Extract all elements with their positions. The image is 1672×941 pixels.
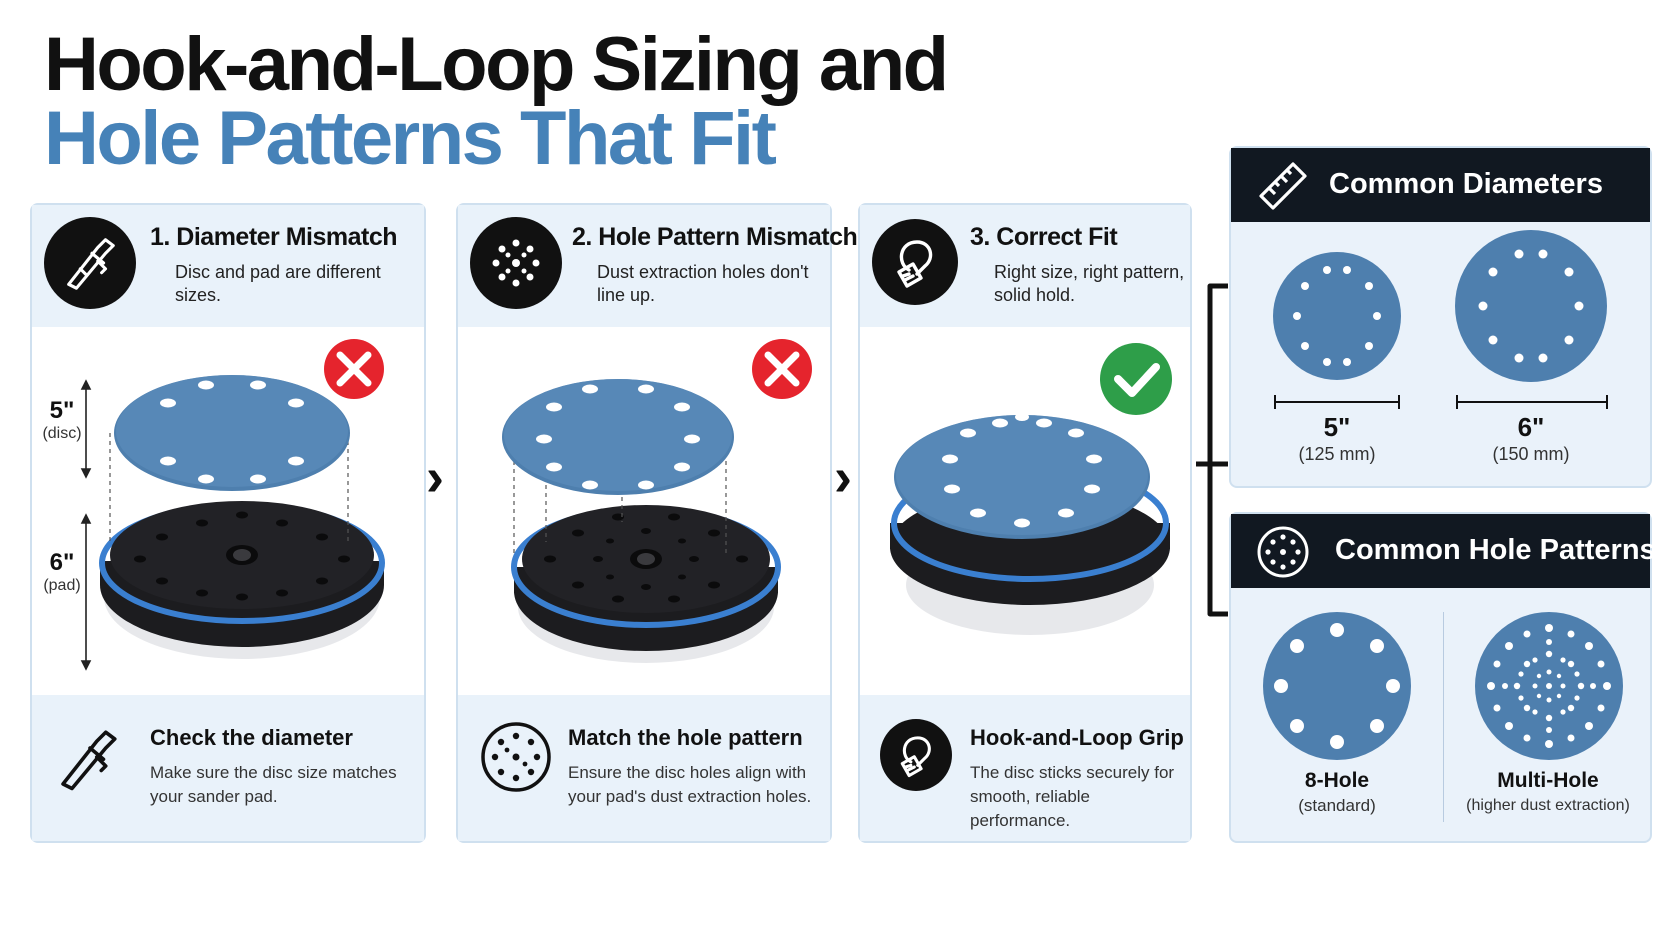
diameter-discs	[1273, 230, 1608, 409]
card-title: 1. Diameter Mismatch	[150, 223, 398, 251]
hole-pattern-icon	[470, 217, 562, 309]
card-title: 3. Correct Fit	[970, 223, 1118, 251]
footer-text: Make sure the disc size matches your san…	[150, 763, 397, 806]
ruler-icon	[1253, 156, 1313, 216]
hole-pattern-mismatch-illustration	[458, 327, 830, 695]
card-subtitle: Right size, right pattern, solid hold.	[994, 262, 1185, 305]
disc-6-inch	[1455, 230, 1608, 409]
disc-size-label: 5" (disc)	[42, 397, 82, 442]
common-hole-patterns-panel: Common Hole Patterns	[1229, 512, 1656, 843]
diameter-mismatch-illustration: 5" (disc) 6" (pad)	[32, 327, 424, 695]
card-footer: Hook-and-Loop Grip The disc sticks secur…	[860, 695, 1190, 841]
chevron-right-icon: ›	[426, 447, 444, 507]
diameter-label-5: 5" (125 mm)	[1298, 412, 1376, 464]
dotted-circle-icon	[1253, 522, 1313, 582]
pad-size-label: 6" (pad)	[43, 549, 81, 594]
footer-text: The disc sticks securely for smooth, rel…	[970, 763, 1175, 830]
card-correct-fit: 3. Correct Fit Right size, right pattern…	[858, 203, 1192, 843]
footer-text: Ensure the disc holes align with your pa…	[568, 763, 812, 806]
caliper-icon	[44, 217, 136, 309]
panel-title: Common Diameters	[1329, 168, 1603, 200]
sanding-disc	[114, 375, 350, 491]
panel-header: Common Diameters	[1231, 148, 1650, 222]
hole-pattern-icon	[474, 715, 558, 799]
card-footer: Check the diameter Make sure the disc si…	[32, 695, 424, 841]
chevron-right-icon: ›	[834, 447, 852, 507]
hook-loop-icon	[880, 719, 952, 791]
sander-pad	[511, 505, 781, 663]
footer-title: Match the hole pattern	[568, 725, 803, 750]
x-mark-icon	[324, 339, 384, 399]
disc-5-inch	[1273, 252, 1401, 409]
panel-divider	[1443, 612, 1444, 822]
diameter-label-6: 6" (150 mm)	[1492, 412, 1570, 464]
sander-pad	[99, 501, 385, 659]
title-line-2: Hole Patterns That Fit	[44, 96, 777, 181]
disc-multi-hole	[1475, 612, 1623, 760]
card-title: 2. Hole Pattern Mismatch	[572, 223, 858, 251]
footer-title: Check the diameter	[150, 725, 353, 750]
pattern-label-multi-hole: Multi-Hole (higher dust extraction)	[1466, 769, 1630, 814]
card-subtitle: Dust extraction holes don't line up.	[597, 262, 809, 305]
common-diameters-panel: Common Diameters	[1229, 146, 1652, 488]
hook-loop-icon	[872, 219, 958, 305]
bracket-connector	[1196, 283, 1228, 617]
panel-title: Common Hole Patterns	[1335, 534, 1656, 566]
card-footer: Match the hole pattern Ensure the disc h…	[458, 695, 830, 841]
card-diameter-mismatch: 1. Diameter Mismatch Disc and pad are di…	[30, 203, 426, 843]
page-title: Hook-and-Loop Sizing and Hole Patterns T…	[44, 22, 949, 181]
hole-pattern-discs	[1263, 612, 1623, 760]
card-subtitle: Disc and pad are different sizes.	[175, 262, 381, 305]
correct-fit-illustration	[860, 327, 1190, 695]
pattern-label-8-hole: 8-Hole (standard)	[1298, 769, 1376, 815]
title-line-1: Hook-and-Loop Sizing and	[44, 22, 949, 107]
checkmark-icon	[1100, 343, 1172, 415]
panel-header: Common Hole Patterns	[1231, 514, 1656, 588]
disc-8-hole	[1263, 612, 1411, 760]
sanding-disc	[894, 413, 1150, 539]
footer-title: Hook-and-Loop Grip	[970, 725, 1184, 750]
x-mark-icon	[752, 339, 812, 399]
sanding-disc	[502, 379, 734, 495]
caliper-icon	[48, 715, 132, 799]
card-hole-pattern-mismatch: 2. Hole Pattern Mismatch Dust extraction…	[456, 203, 858, 843]
